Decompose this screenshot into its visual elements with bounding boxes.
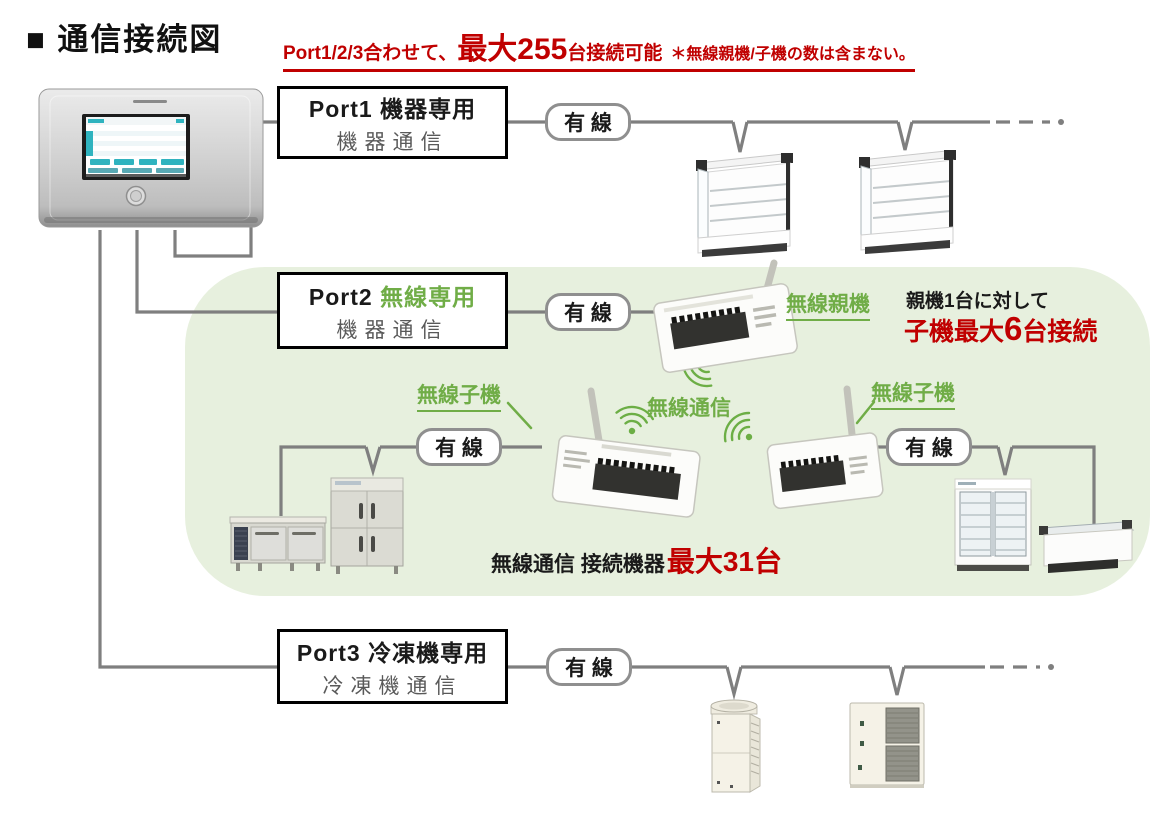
port2-name: Port2 [308, 283, 381, 310]
parent-capacity-line2: 子機最大 6 台接続 [904, 310, 1097, 348]
wireless-child-label-left: 無線子機 [417, 379, 501, 412]
wireless-max-big: 最大31台 [666, 546, 782, 577]
header-note-prefix: Port1/2/3合わせて、 [283, 43, 458, 64]
port3-box: Port3 冷凍機専用 冷凍機通信 [277, 629, 508, 704]
wireless-child-label-right: 無線子機 [871, 377, 955, 410]
showcase-icon-1 [696, 153, 794, 257]
parent-capacity-suffix: 台接続 [1022, 318, 1098, 346]
wire-left-child-chain [279, 445, 418, 516]
port1-title: Port1 機器専用 [309, 90, 476, 124]
condensing-unit-icon-2 [849, 702, 925, 788]
parent-capacity-prefix: 子機最大 [904, 318, 1005, 346]
port2-subtitle: 機器通信 [336, 318, 449, 342]
condensing-unit-icon-1 [710, 699, 761, 793]
header-note-caveat: ＊無線親機/子機の数は含まない。 [670, 46, 915, 63]
port2-name-green: 無線専用 [380, 283, 477, 310]
wireless-parent-label: 無線親機 [786, 288, 870, 321]
left-child-label-pointer [506, 401, 533, 430]
wired-pill-right-child: 有 線 [886, 428, 972, 466]
wireless-child-unit-left-icon [551, 387, 701, 518]
wire-port3-link [98, 230, 277, 669]
controller-device-icon [38, 88, 264, 228]
header-note-max: 最大255 [457, 33, 568, 66]
wireless-max-prefix: 無線通信 接続機器 [491, 553, 665, 576]
header-note-unit: 台接続可能 [567, 43, 663, 64]
port1-subtitle: 機器通信 [336, 130, 449, 154]
parent-capacity-big: 6 [1004, 310, 1023, 347]
header-note: Port1/2/3合わせて、 最大255 台接続可能 ＊無線親機/子機の数は含ま… [283, 24, 915, 72]
port2-box: Port2 無線専用 機器通信 [277, 272, 508, 349]
upright-refrigerator-icon [330, 477, 404, 574]
wireless-max-note: 無線通信 接続機器 最大31台 [491, 540, 782, 580]
glass-door-showcase-icon [954, 478, 1032, 571]
port1-name: Port1 機器専用 [308, 95, 477, 122]
wire-port3-bus-end-dot [1048, 664, 1054, 670]
wire-port2-link [135, 230, 277, 314]
wired-pill-port3: 有 線 [546, 648, 632, 686]
page-title: ■ 通信接続図 [26, 22, 223, 57]
wifi-signal-icon-left-child [615, 405, 654, 435]
wired-pill-port2: 有 線 [545, 293, 631, 331]
port3-name: Port3 冷凍機専用 [296, 639, 489, 666]
undercounter-refrigerator-icon [229, 516, 327, 571]
port3-subtitle: 冷凍機通信 [322, 674, 463, 698]
wifi-signal-icon-right-child [723, 411, 753, 443]
wired-pill-port1: 有 線 [545, 103, 631, 141]
wire-port1-bus-end-dot [1058, 119, 1064, 125]
parent-capacity-line1: 親機1台に対して [906, 291, 1049, 312]
showcase-icon-2 [859, 150, 957, 254]
right-child-label-pointer [855, 400, 876, 425]
wireless-child-unit-right-icon [766, 385, 884, 510]
port1-box: Port1 機器専用 機器通信 [277, 86, 508, 159]
wired-pill-left-child: 有 線 [416, 428, 502, 466]
wireless-comm-label: 無線通信 [647, 397, 731, 420]
wireless-parent-unit-icon [653, 259, 798, 373]
port2-title: Port2 無線専用 [309, 278, 476, 312]
island-freezer-icon [1039, 520, 1135, 573]
port3-title: Port3 冷凍機専用 [297, 634, 488, 668]
wire-right-child-chain [970, 445, 1096, 525]
